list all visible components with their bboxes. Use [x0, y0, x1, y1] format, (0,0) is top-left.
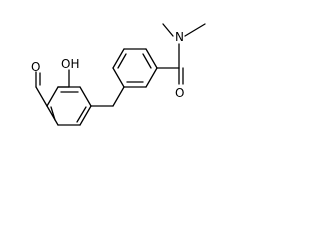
- hydroxyl-label: OH: [61, 57, 79, 71]
- aldehyde-oxygen-label: O: [31, 60, 40, 74]
- bond: [46, 86, 59, 107]
- bond: [79, 86, 92, 107]
- aldehyde-group: [35, 71, 48, 107]
- amide-group: [156, 23, 206, 85]
- bond: [112, 48, 125, 69]
- bond: [112, 67, 125, 88]
- molecule-canvas: O OH O N: [0, 0, 224, 161]
- n-methyl-bond: [184, 23, 206, 37]
- bond: [145, 67, 158, 88]
- n-methyl-bond: [162, 23, 174, 37]
- bond: [46, 105, 59, 126]
- bond: [35, 86, 48, 107]
- benzamide-ring: [112, 48, 158, 107]
- double-bond-inner: [117, 53, 127, 69]
- double-bond-inner: [76, 106, 87, 123]
- bond: [112, 86, 125, 107]
- bond: [79, 105, 92, 126]
- double-bond-inner: [50, 106, 56, 121]
- structure-diagram: O OH O N: [31, 23, 206, 126]
- bond: [145, 48, 158, 69]
- double-bond-inner: [142, 53, 152, 69]
- amide-nitrogen-label: N: [175, 30, 184, 44]
- phenol-ring: [46, 86, 92, 126]
- amide-oxygen-label: O: [175, 86, 184, 100]
